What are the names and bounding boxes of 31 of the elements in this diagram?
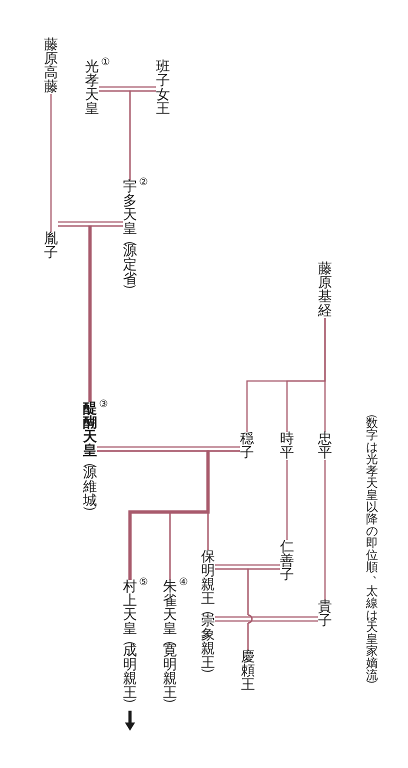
marriage-line bbox=[215, 616, 318, 622]
lineage-line bbox=[324, 318, 326, 432]
continuation-arrow bbox=[124, 710, 136, 731]
circled-number: ④ bbox=[179, 578, 188, 588]
circled-number: ② bbox=[139, 178, 148, 188]
person-name: 穏子 bbox=[240, 432, 254, 460]
lineage-line bbox=[58, 225, 92, 402]
circled-number: ① bbox=[101, 58, 110, 68]
person-name: 慶頼王 bbox=[241, 650, 255, 692]
circled-number: ⑤ bbox=[139, 578, 148, 588]
person-name: 忠平 bbox=[318, 432, 332, 460]
note-text: （数字は光孝天皇以降の即位順、太線は天皇家嫡流） bbox=[366, 410, 378, 688]
person-name: 胤子 bbox=[44, 232, 58, 260]
person-name: 藤原基経 bbox=[318, 262, 332, 318]
lineage-line bbox=[324, 460, 326, 600]
person-name: 宇多天皇（源定省） bbox=[123, 180, 137, 295]
person-name: 村上天皇（成明親王） bbox=[123, 580, 137, 709]
lineage-line bbox=[129, 90, 156, 180]
lineage-line bbox=[50, 94, 52, 232]
person-name: 貴子 bbox=[318, 600, 332, 628]
person-name: 藤原高藤 bbox=[44, 38, 58, 94]
person-name: 時平 bbox=[280, 432, 294, 460]
person-name: 班子女王 bbox=[156, 60, 170, 116]
circled-number: ③ bbox=[99, 400, 108, 410]
person-name: 朱雀天皇（寛明親王） bbox=[163, 580, 177, 709]
lineage-line bbox=[286, 460, 288, 540]
lineage-line bbox=[207, 450, 240, 550]
person-name: 光孝天皇 bbox=[85, 60, 99, 116]
person-name: 仁善子 bbox=[280, 540, 294, 582]
person-name: 醍醐天皇（源維城） bbox=[83, 402, 97, 517]
person-name: 保明親王（崇象親王） bbox=[201, 550, 215, 679]
